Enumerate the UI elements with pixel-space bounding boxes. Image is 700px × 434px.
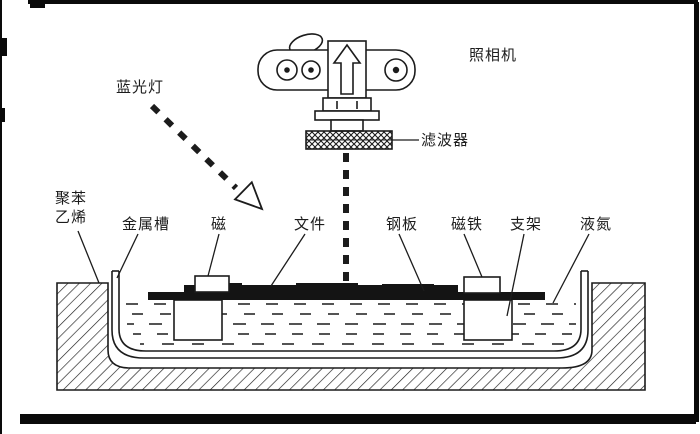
label-magnetic: 磁 bbox=[211, 216, 228, 233]
metal-trough bbox=[111, 270, 589, 359]
support-left bbox=[173, 299, 223, 341]
magnet-left bbox=[194, 275, 230, 293]
leader-metal-trough bbox=[116, 233, 139, 279]
leader-support bbox=[506, 233, 525, 317]
leader-polystyrene bbox=[77, 230, 100, 284]
label-metal-trough: 金属槽 bbox=[122, 216, 171, 233]
leader-liquid-nitrogen bbox=[552, 233, 590, 304]
leader-magnetic bbox=[207, 233, 220, 277]
camera-stand-flange bbox=[314, 110, 380, 121]
label-blue-light: 蓝光灯 bbox=[116, 79, 165, 96]
film-reel-right bbox=[301, 60, 321, 80]
camera-drawing bbox=[257, 33, 416, 132]
support-right bbox=[463, 299, 513, 341]
label-filter: 滤波器 bbox=[421, 132, 470, 149]
camera-lens-knob bbox=[384, 58, 408, 82]
leader-steel-plate bbox=[398, 233, 425, 292]
leader-magnet bbox=[463, 233, 483, 278]
camera-stand-top bbox=[322, 97, 372, 112]
label-liquid-nitrogen: 液氮 bbox=[580, 216, 613, 233]
magnet-right bbox=[463, 276, 501, 294]
leader-lines bbox=[77, 139, 590, 317]
up-arrow-icon bbox=[332, 43, 362, 95]
film-reel-left bbox=[276, 59, 298, 81]
camera-stand-neck bbox=[330, 119, 364, 132]
label-support: 支架 bbox=[510, 216, 543, 233]
arrow-head-icon bbox=[233, 180, 264, 211]
label-magnet: 磁铁 bbox=[451, 216, 484, 233]
steel-plate bbox=[148, 292, 545, 300]
label-polystyrene: 聚苯 乙烯 bbox=[55, 190, 88, 226]
label-steel-plate: 钢板 bbox=[386, 216, 419, 233]
blue-light-arrow bbox=[149, 103, 264, 211]
polystyrene-block bbox=[56, 282, 646, 391]
label-camera: 照相机 bbox=[469, 47, 518, 64]
label-document: 文件 bbox=[294, 216, 327, 233]
filter-crosshatch bbox=[305, 130, 393, 150]
leader-document bbox=[270, 233, 306, 287]
